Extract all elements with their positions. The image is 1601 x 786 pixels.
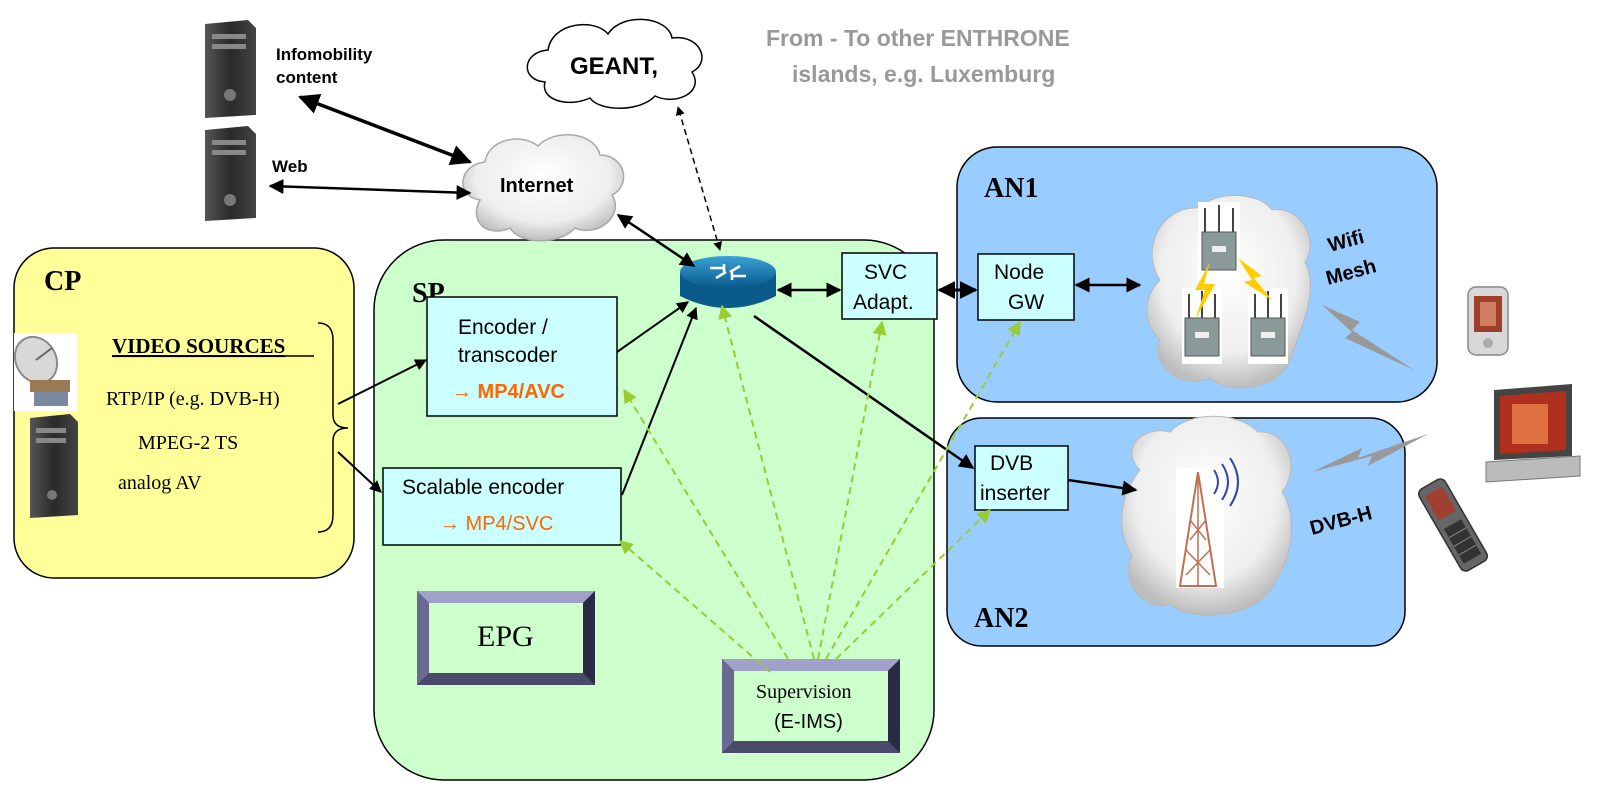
cp-server-icon	[30, 414, 78, 518]
dvb-inserter-label: DVB	[990, 452, 1033, 475]
supervision-label: Supervision	[756, 681, 852, 703]
laptop-icon	[1485, 384, 1581, 483]
lightning-icon	[1238, 258, 1272, 300]
router-icon	[680, 256, 776, 308]
link-router-dvb	[753, 314, 975, 470]
encoder-output: → MP4/AVC	[452, 381, 565, 403]
internet-label: Internet	[500, 175, 574, 197]
scalable-encoder-label: Scalable encoder	[402, 476, 564, 499]
encoder-box	[426, 296, 618, 417]
node-gw-box	[977, 253, 1075, 321]
other-islands-label: From - To other ENTHRONE	[766, 25, 1070, 51]
cp-region	[13, 247, 355, 579]
scalable-encoder-box	[382, 467, 622, 546]
link-rtp-encoder	[337, 359, 428, 405]
link-router-geant	[675, 106, 723, 251]
source-rtp: RTP/IP (e.g. DVB-H)	[106, 388, 280, 410]
other-islands-label-2: islands, e.g. Luxemburg	[792, 61, 1055, 87]
source-mpeg: MPEG-2 TS	[138, 432, 238, 454]
link-internet-router	[616, 213, 696, 268]
link-dvb-cloud	[1067, 478, 1138, 496]
dvb-inserter-box	[974, 445, 1069, 511]
source-analog: analog AV	[118, 472, 202, 494]
video-sources-heading: VIDEO SOURCES	[112, 334, 285, 358]
pda-icon	[1467, 286, 1509, 356]
connections	[268, 93, 1142, 496]
svc-adapt-label: SVC	[864, 261, 907, 284]
supervision-label-2: (E-IMS)	[774, 711, 843, 733]
dvb-inserter-label-2: inserter	[980, 482, 1050, 505]
web-label: Web	[272, 157, 308, 176]
encoder-label: Encoder /	[458, 316, 548, 339]
geant-cloud-icon	[526, 18, 703, 109]
encoder-label-2: transcoder	[458, 344, 557, 367]
epg-label: EPG	[477, 620, 534, 653]
access-point-icon	[1248, 288, 1288, 364]
an1-label: AN1	[984, 173, 1038, 204]
node-gw-label: Node	[994, 261, 1044, 284]
infomobility-server-icon	[205, 20, 256, 118]
mobile-phone-icon	[1417, 478, 1489, 572]
lightning-icon	[1322, 305, 1414, 370]
infomobility-label-2: content	[276, 68, 338, 87]
web-server-icon	[205, 126, 256, 221]
satellite-dish-icon	[13, 333, 77, 411]
node-gw-label-2: GW	[1008, 291, 1044, 314]
infomobility-label: Infomobility	[276, 45, 373, 64]
cp-label: CP	[44, 266, 81, 297]
lightning-icon	[1195, 262, 1215, 320]
epg-box	[417, 591, 595, 685]
sources-brace	[317, 322, 349, 533]
geant-label: GEANT,	[570, 53, 658, 80]
link-infomobility-internet	[298, 93, 472, 166]
supervision-box	[722, 659, 900, 753]
scalable-encoder-output: → MP4/SVC	[440, 513, 553, 535]
internet-cloud-icon	[462, 134, 625, 242]
broadcast-tower-icon	[1176, 457, 1239, 588]
supervision-links	[618, 304, 1021, 673]
link-scalable-router	[621, 306, 698, 496]
link-web-internet	[268, 178, 472, 201]
an2-label: AN2	[974, 603, 1028, 634]
link-mpeg-scalable	[337, 451, 382, 493]
svc-adapt-label-2: Adapt.	[853, 291, 914, 314]
svc-adapt-box	[841, 252, 938, 320]
link-encoder-router	[616, 301, 689, 353]
lightning-icon	[1312, 434, 1428, 472]
access-point-icon	[1198, 202, 1240, 280]
